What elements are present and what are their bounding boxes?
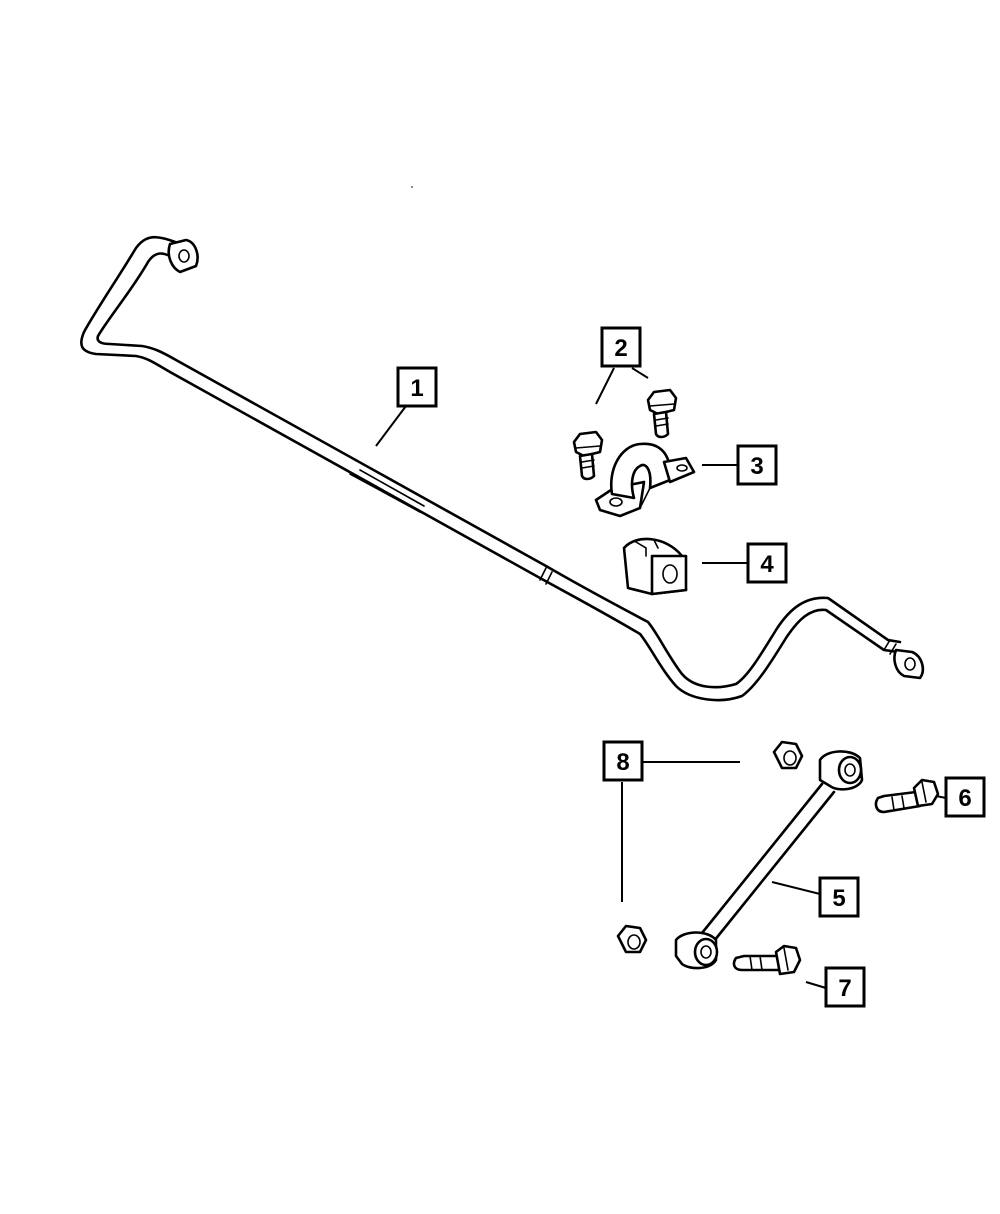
callout-4-label: 4	[760, 551, 774, 578]
callout-5-label: 5	[832, 885, 845, 912]
callout-5[interactable]: 5	[818, 876, 860, 918]
upper-link-bolt[interactable]	[874, 778, 940, 814]
callout-1[interactable]: 1	[396, 366, 438, 408]
callout-6-label: 6	[958, 785, 971, 812]
stabilizer-bracket[interactable]	[594, 442, 696, 518]
callout-4[interactable]: 4	[746, 542, 788, 584]
bracket-bolt-left[interactable]	[572, 430, 604, 481]
leader-line-5	[771, 881, 821, 895]
leader-line-7	[805, 981, 827, 989]
callout-3[interactable]: 3	[736, 444, 778, 486]
leader-line-1	[375, 405, 407, 447]
callout-1-label: 1	[410, 375, 423, 402]
callout-2[interactable]: 2	[600, 326, 642, 368]
callout-6[interactable]: 6	[944, 776, 986, 818]
callout-8-label: 8	[616, 749, 629, 776]
leader-line-2b	[631, 367, 649, 379]
speck	[411, 186, 413, 188]
callout-3-label: 3	[750, 453, 763, 480]
stabilizer-bushing[interactable]	[622, 537, 688, 596]
stabilizer-bar[interactable]	[80, 235, 925, 702]
callout-2-label: 2	[614, 335, 627, 362]
leader-lines	[375, 367, 947, 989]
leader-line-6	[935, 795, 947, 799]
callout-7[interactable]: 7	[824, 966, 866, 1008]
lower-link-bolt[interactable]	[732, 944, 802, 976]
bracket-bolt-right[interactable]	[646, 388, 678, 439]
link-nut-lower[interactable]	[616, 924, 648, 954]
leader-line-2a	[595, 367, 615, 405]
stabilizer-link[interactable]	[674, 750, 864, 970]
callout-7-label: 7	[838, 975, 851, 1002]
link-nut-upper[interactable]	[772, 740, 804, 770]
callout-8[interactable]: 8	[602, 740, 644, 782]
